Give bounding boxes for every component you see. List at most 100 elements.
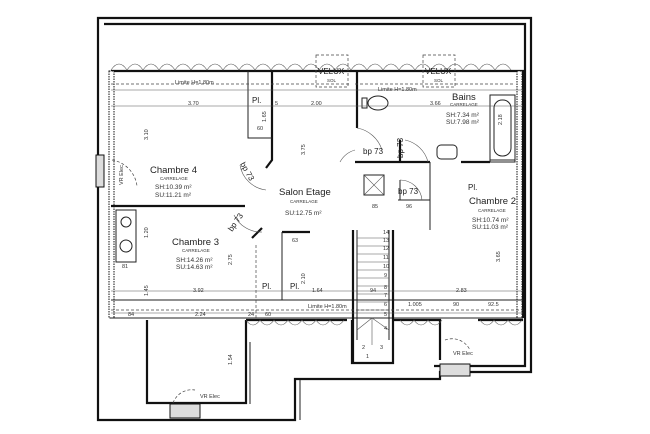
stair-step: 4 [384,326,387,332]
limite-label: Limite H=1.80m [378,87,417,93]
stair-step: 5 [384,312,387,318]
dimension-label: 2.83 [456,288,467,294]
stove-icon [115,209,137,263]
door-label: bp 73 [226,211,245,233]
velux-label: VELUX [425,67,452,76]
room-floor: CARRELAGE [182,248,210,253]
door-label: bp 73 [398,187,419,196]
dimension-label: 92.5 [488,302,499,308]
dimension-label: 2.10 [301,273,307,284]
dimension-label: 3.70 [188,101,199,107]
stair-step: 8 [384,285,387,291]
room-floor: CARRELAGE [478,208,506,213]
stair-step: 1 [366,354,369,360]
velux-windows: VELUX VELUX SOL SOL [315,54,456,88]
limite-label: Limite H=1.80m [308,304,347,310]
dimension-label: 81 [122,264,128,270]
dimension-lines [111,89,523,314]
dimension-label: 2.18 [498,114,504,125]
room-chambre-3: Chambre 3 CARRELAGE SH:14.26 m² SU:14.63… [172,237,219,271]
dimension-label: 96 [406,204,412,210]
vr-elec-label: VR Elec [453,351,473,357]
dimension-label: 94 [370,288,376,294]
doors [111,127,471,404]
stair-step: 11 [383,255,389,261]
stair-step: 10 [383,264,389,270]
stair-step: 14 [383,230,389,236]
sink-icon [436,144,458,160]
room-su: SU:11.21 m² [155,192,192,199]
stair-step: 13 [383,238,389,244]
placard-label: Pl. [290,282,299,291]
dimension-label: 3.75 [301,144,307,155]
door-label: bp 73 [363,147,384,156]
room-chambre-2: Chambre 2 CARRELAGE SH:10.74 m² SU:11.03… [469,196,516,231]
stair-step: 9 [384,273,387,279]
bathtub-icon [489,94,516,161]
bottom-insulation [245,319,523,326]
dimension-label: 1.005 [408,302,422,308]
room-su: SU:12.75 m² [285,210,322,217]
outer-walls [96,16,533,422]
dimension-label: 85 [372,204,378,210]
door-label: bp 73 [238,161,256,183]
fixtures [115,94,516,263]
room-su: SU:14.63 m² [176,264,213,271]
stair-step: 6 [384,302,387,308]
room-sh: SH:7.34 m² [446,112,480,119]
room-name: Chambre 3 [172,237,219,248]
dimension-label: 3.65 [496,251,502,262]
dimension-label: 3.92 [193,288,204,294]
room-name: Chambre 2 [469,196,516,207]
dimension-label: 1.45 [144,285,150,296]
placard-label: Pl. [468,183,477,192]
window-left [95,154,105,188]
dimension-label: 2.75 [228,254,234,265]
room-salon-etage: Salon Etage CARRELAGE SU:12.75 m² [279,187,331,217]
room-floor: CARRELAGE [290,199,318,204]
room-su: SU:7.98 m² [446,119,480,126]
room-name: Salon Etage [279,187,331,198]
room-name: Bains [452,92,476,103]
placard-label: Pl. [262,282,271,291]
room-floor: CARRELAGE [160,176,188,181]
room-bains: Bains CARRELAGE SH:7.34 m² SU:7.98 m² [446,92,480,126]
door-label: bp 73 [396,137,405,158]
dimension-label: 63 [292,238,298,244]
dimension-label: 60 [265,312,271,318]
room-floor: CARRELAGE [450,102,478,107]
height-limit-lines [111,83,523,311]
velux-sub: SOL [434,78,444,83]
stair-step: 3 [380,345,383,351]
window-bottom [169,403,201,419]
room-chambre-4: Chambre 4 CARRELAGE SH:10.39 m² SU:11.21… [150,165,197,199]
placard-label: Pl. [252,96,261,105]
dimension-label: 24 [248,312,254,318]
vr-elec-label: VR Elec [200,394,220,400]
dimension-label: 3.66 [430,101,441,107]
dimension-label: 5 [275,101,278,107]
dimension-label: 1.20 [144,227,150,238]
dimension-label: 60 [257,126,263,132]
ventilation-icon [363,174,385,196]
stair-step: 2 [362,345,365,351]
dimension-label: 84 [128,312,134,318]
limite-label: Limite H=1.80m [175,80,214,86]
roof-insulation [110,63,512,71]
stair-step: 7 [384,293,387,299]
room-su: SU:11.03 m² [472,224,509,231]
toilet-icon [367,95,389,111]
stair-step: 12 [383,246,389,252]
room-name: Chambre 4 [150,165,197,176]
room-sh: SH:14.26 m² [176,257,213,264]
dimension-label: 90 [453,302,459,308]
dimension-label: 1.64 [312,288,323,294]
velux-sub: SOL [327,78,337,83]
room-sh: SH:10.74 m² [472,217,509,224]
room-sh: SH:10.39 m² [155,184,192,191]
window-right [439,363,471,377]
vr-elec-label: VR Elec [119,165,125,185]
staircase: 14 13 12 11 10 9 8 7 6 5 4 3 2 1 [356,230,390,360]
dimension-label: 1.54 [228,354,234,365]
